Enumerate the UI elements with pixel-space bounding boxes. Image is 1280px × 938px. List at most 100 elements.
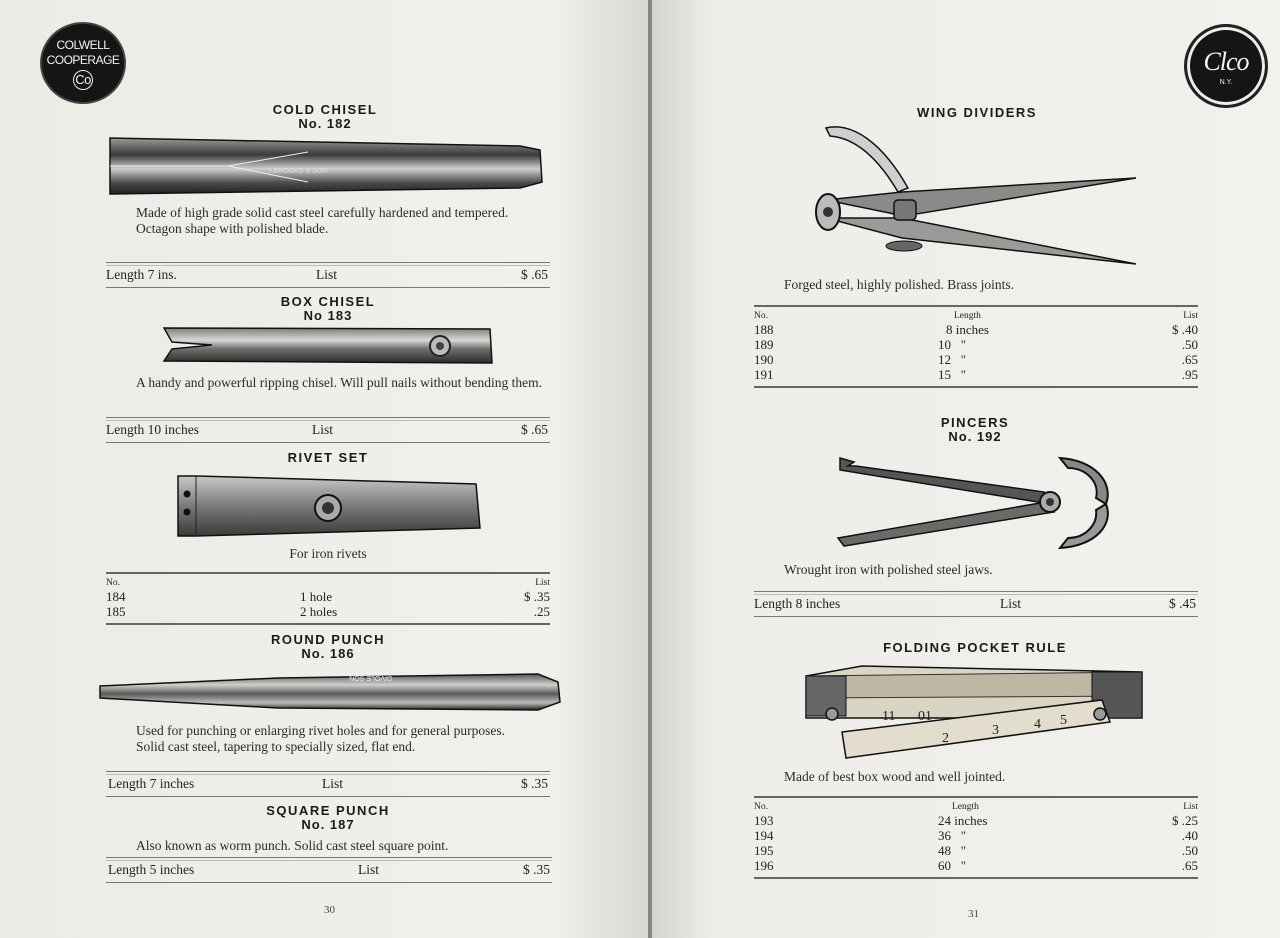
- wing-dividers-header-list: List: [1183, 311, 1198, 321]
- wing-dividers-header-no: No.: [754, 311, 768, 321]
- pocket-rule-row-price: .50: [1181, 843, 1198, 858]
- pincers-heading: PINCERS No. 192: [852, 416, 1098, 444]
- cold-chisel-title: COLD CHISEL: [272, 102, 378, 117]
- wing-dividers-row-price: .95: [1181, 367, 1198, 382]
- cold-chisel-price-row: Length 7 ins. List $ .65: [106, 262, 550, 288]
- pocket-rule-row-price: $ .25: [1172, 813, 1198, 828]
- pocket-rule-row-length: 36 ": [938, 828, 967, 843]
- rivet-set-header-list: List: [535, 578, 550, 588]
- pocket-rule-header-list: List: [1183, 802, 1198, 812]
- pincers-length: Length 8 inches: [754, 596, 841, 611]
- rivet-set-row-desc: 2 holes: [300, 604, 338, 619]
- box-chisel-title: BOX CHISEL: [280, 294, 376, 309]
- rivet-set-row-no: 184: [106, 589, 126, 604]
- logo-line-1: COLWELL: [56, 38, 110, 52]
- square-punch-desc-line-1: Also known as worm punch. Solid cast ste…: [136, 838, 449, 853]
- catalog-page-right: Clco N.Y. WING DIVIDERS Forged steel, hi…: [652, 0, 1280, 938]
- table-row: 194 36 " .40: [754, 828, 1198, 843]
- round-punch-price-row: Length 7 inches List $ .35: [106, 771, 550, 797]
- rivet-set-row-desc: 1 hole: [300, 589, 333, 604]
- rivet-set-row-price: $ .35: [524, 589, 550, 604]
- square-punch-title: SQUARE PUNCH: [266, 803, 390, 818]
- cold-chisel-desc-line-1: Made of high grade solid cast steel care…: [136, 205, 509, 220]
- rivet-set-price-table: No. List 184 1 hole $ .35 185 2 holes .2…: [106, 572, 550, 625]
- round-punch-price: $ .35: [521, 776, 548, 791]
- box-chisel-number: No 183: [303, 308, 353, 323]
- pocket-rule-header-length: Length: [952, 802, 979, 812]
- table-row: 193 24 inches $ .25: [754, 813, 1198, 828]
- rivet-set-caption: For iron rivets: [289, 546, 367, 561]
- table-row: 184 1 hole $ .35: [106, 589, 550, 604]
- table-row: 191 15 " .95: [754, 367, 1198, 382]
- table-row: 195 48 " .50: [754, 843, 1198, 858]
- round-punch-imprint: DIVOLE SON: [349, 674, 392, 681]
- cold-chisel-heading: COLD CHISEL No. 182: [200, 103, 450, 131]
- pocket-rule-table-header: No. Length List: [754, 802, 1198, 813]
- pocket-rule-row-price: .40: [1181, 828, 1198, 843]
- rivet-set-title: RIVET SET: [287, 450, 369, 465]
- rule-digit: 4: [1034, 717, 1041, 732]
- square-punch-length: Length 5 inches: [108, 862, 195, 877]
- box-chisel-list-label: List: [312, 422, 334, 437]
- cold-chisel-number: No. 182: [298, 116, 352, 131]
- pocket-rule-caption: Made of best box wood and well jointed.: [784, 769, 1006, 784]
- clco-logo: Clco N.Y.: [1184, 24, 1268, 108]
- square-punch-list-label: List: [358, 862, 380, 877]
- rivet-set-table-header: No. List: [106, 578, 550, 589]
- pocket-rule-row-length: 24 inches: [938, 813, 988, 828]
- rivet-set-illustration: [177, 475, 481, 537]
- cold-chisel-illustration: J.BROOKS & SON: [109, 137, 543, 195]
- cold-chisel-description: Made of high grade solid cast steel care…: [106, 205, 550, 237]
- round-punch-heading: ROUND PUNCH No. 186: [200, 633, 456, 661]
- pocket-rule-row-no: 193: [754, 813, 774, 828]
- wing-dividers-header-length: Length: [954, 311, 981, 321]
- square-punch-description: Also known as worm punch. Solid cast ste…: [106, 838, 554, 854]
- wing-dividers-table-header: No. Length List: [754, 311, 1198, 322]
- round-punch-illustration: DIVOLE SON: [99, 673, 561, 711]
- book-gutter: [648, 0, 652, 938]
- rule-digit: 01: [918, 709, 932, 724]
- pocket-rule-row-no: 194: [754, 828, 774, 843]
- box-chisel-description: A handy and powerful ripping chisel. Wil…: [106, 375, 550, 391]
- rule-digit: 5: [1060, 713, 1067, 728]
- rule-digit: 2: [942, 731, 949, 746]
- pincers-price-row: Length 8 inches List $ .45: [754, 591, 1198, 617]
- round-punch-desc-line-1: Used for punching or enlarging rivet hol…: [136, 723, 506, 738]
- pincers-number: No. 192: [948, 429, 1002, 444]
- box-chisel-price-row: Length 10 inches List $ .65: [106, 417, 550, 443]
- wing-dividers-row-length: 10 ": [938, 337, 967, 352]
- pocket-rule-price-table: No. Length List 193 24 inches $ .25 194 …: [754, 796, 1198, 879]
- page-number-left: 30: [324, 904, 335, 916]
- table-row: 189 10 " .50: [754, 337, 1198, 352]
- box-chisel-price: $ .65: [521, 422, 548, 437]
- logo-line-3: Co: [73, 70, 93, 90]
- wing-dividers-row-no: 188: [754, 322, 774, 337]
- cold-chisel-desc-line-2: Octagon shape with polished blade.: [136, 221, 329, 236]
- cold-chisel-list-label: List: [316, 267, 338, 282]
- catalog-page-left: COLWELL COOPERAGE Co COLD CHISEL No. 182…: [0, 0, 648, 938]
- round-punch-desc-line-2: Solid cast steel, tapering to specially …: [136, 739, 416, 754]
- pocket-rule-row-no: 195: [754, 843, 774, 858]
- wing-dividers-row-no: 190: [754, 352, 774, 367]
- pincers-caption: Wrought iron with polished steel jaws.: [784, 562, 993, 577]
- wing-dividers-row-length: 12 ": [938, 352, 967, 367]
- table-row: 190 12 " .65: [754, 352, 1198, 367]
- page-number-right: 31: [968, 908, 979, 920]
- box-chisel-desc-line-1: A handy and powerful ripping chisel. Wil…: [136, 375, 543, 390]
- pincers-title: PINCERS: [940, 415, 1010, 430]
- pocket-rule-header-no: No.: [754, 802, 768, 812]
- box-chisel-illustration: [162, 327, 493, 364]
- box-chisel-length: Length 10 inches: [106, 422, 199, 437]
- wing-dividers-row-price: $ .40: [1172, 322, 1198, 337]
- logo-location: N.Y.: [1219, 79, 1233, 86]
- round-punch-number: No. 186: [301, 646, 355, 661]
- cold-chisel-imprint: J.BROOKS & SON: [268, 168, 327, 175]
- rule-digit: 11: [882, 709, 895, 724]
- pincers-list-label: List: [1000, 596, 1022, 611]
- pocket-rule-row-length: 48 ": [938, 843, 967, 858]
- logo-line-2: COOPERAGE: [46, 53, 120, 67]
- round-punch-length: Length 7 inches: [108, 776, 195, 791]
- square-punch-price-row: Length 5 inches List $ .35: [106, 857, 552, 883]
- round-punch-title: ROUND PUNCH: [271, 632, 385, 647]
- wing-dividers-row-no: 191: [754, 367, 774, 382]
